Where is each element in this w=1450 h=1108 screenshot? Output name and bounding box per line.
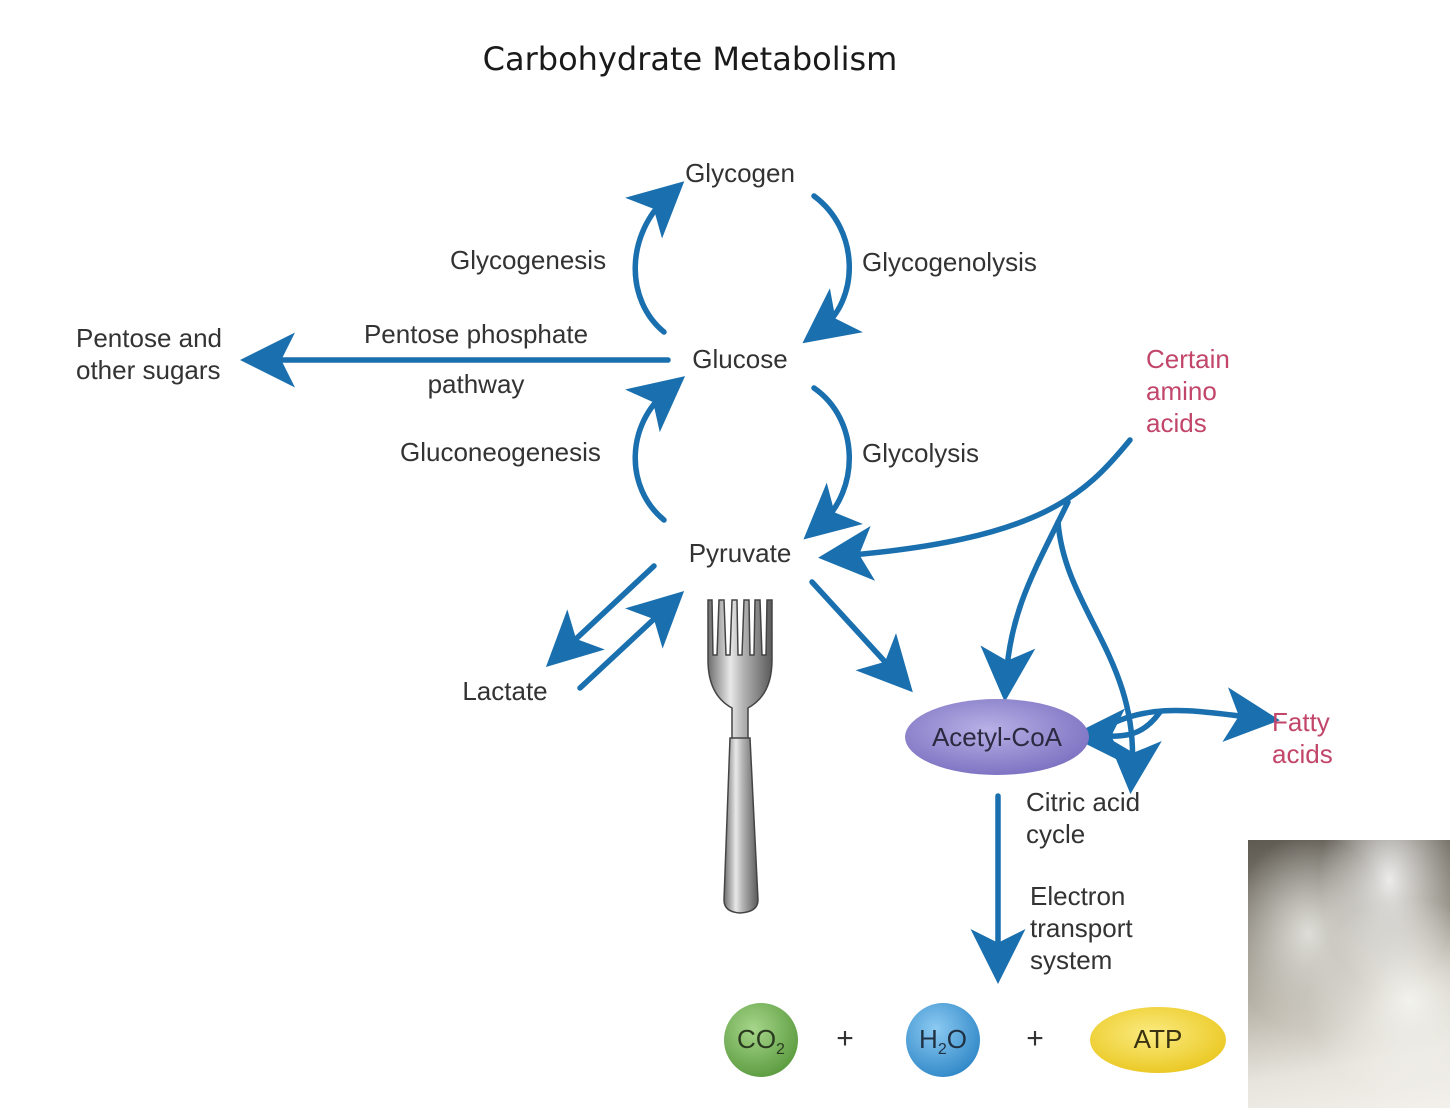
co2-text: CO xyxy=(737,1024,777,1054)
pentose-sugars-line-1: Pentose and xyxy=(76,323,223,353)
fatty-acids-line-1: Fatty xyxy=(1272,707,1330,737)
electron-transport-line-3: system xyxy=(1030,945,1113,975)
plus-sign-2: + xyxy=(1026,1022,1044,1055)
h2o-h-text: H xyxy=(919,1024,938,1054)
h2o-label: H2O xyxy=(906,1024,980,1059)
fatty-acids-line-2: acids xyxy=(1272,739,1333,769)
fatty-acids-label: Fatty acids xyxy=(1272,706,1333,770)
electron-transport-line-2: transport xyxy=(1030,913,1133,943)
acetyl-coa-node xyxy=(905,699,1089,775)
pentose-phosphate-line-2: pathway xyxy=(427,369,525,399)
electron-transport-line-1: Electron xyxy=(1030,881,1126,911)
plus-sign-1: + xyxy=(836,1022,854,1055)
pentose-sugars-line-2: other sugars xyxy=(76,355,221,385)
co2-node xyxy=(724,1003,798,1077)
cloud-photo xyxy=(1248,840,1450,1108)
glycogen-label: Glycogen xyxy=(685,158,795,188)
amino-acids-line-2: amino xyxy=(1146,376,1217,406)
citric-acid-cycle-label: Citric acid cycle xyxy=(1026,786,1140,850)
citric-acid-line-1: Citric acid xyxy=(1026,787,1141,817)
diagram-title: Carbohydrate Metabolism xyxy=(482,40,898,78)
citric-acid-line-2: cycle xyxy=(1026,819,1086,849)
arrow-glycogenolysis xyxy=(802,193,863,344)
arrow-amino-to-pyruvate xyxy=(818,437,1133,581)
h2o-subscript: 2 xyxy=(937,1041,947,1059)
fork-image xyxy=(707,599,773,914)
h2o-o-text: O xyxy=(946,1024,967,1054)
pentose-sugars-label: Pentose and other sugars xyxy=(76,322,222,386)
pentose-phosphate-label: Pentose phosphate pathway xyxy=(352,318,600,400)
co2-label: CO2 xyxy=(724,1024,798,1059)
glycolysis-label: Glycolysis xyxy=(862,438,980,468)
arrow-lactate-to-pyruvate xyxy=(577,591,685,691)
arrow-pyruvate-to-lactate xyxy=(545,563,657,668)
acetyl-coa-label: Acetyl-CoA xyxy=(931,722,1063,752)
co2-subscript: 2 xyxy=(776,1041,785,1059)
atp-label: ATP xyxy=(1133,1024,1183,1054)
amino-acids-line-3: acids xyxy=(1146,408,1207,438)
arrow-glycolysis xyxy=(803,385,863,540)
amino-acids-label: Certain amino acids xyxy=(1146,343,1230,439)
arrow-acetyl-to-fatty xyxy=(1097,687,1280,742)
arrow-gluconeogenesis xyxy=(625,376,686,523)
atp-node xyxy=(1090,1007,1226,1073)
lactate-label: Lactate xyxy=(462,676,548,706)
h2o-node xyxy=(906,1003,980,1077)
arrow-fatty-to-acetyl xyxy=(1070,708,1163,764)
pyruvate-label: Pyruvate xyxy=(688,538,792,568)
arrow-pyruvate-to-acetyl xyxy=(809,579,913,693)
glycogenesis-label: Glycogenesis xyxy=(450,245,607,275)
arrow-glycogenesis xyxy=(625,181,685,335)
amino-acids-line-1: Certain xyxy=(1146,344,1230,374)
gluconeogenesis-label: Gluconeogenesis xyxy=(400,437,601,467)
glucose-label: Glucose xyxy=(692,344,788,374)
glycogenolysis-label: Glycogenolysis xyxy=(862,247,1037,277)
electron-transport-label: Electron transport system xyxy=(1030,880,1133,976)
pentose-phosphate-line-1: Pentose phosphate xyxy=(363,319,589,349)
